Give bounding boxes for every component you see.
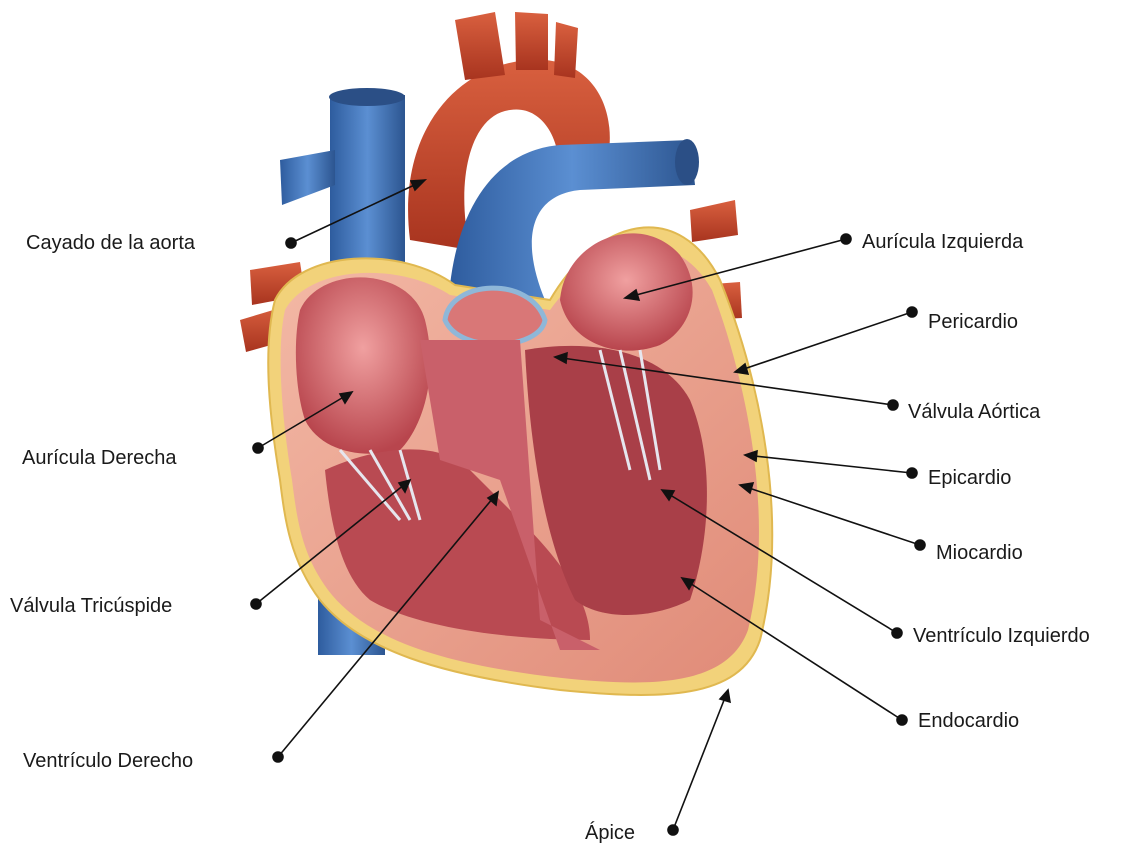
label-ventriculo-derecho: Ventrículo Derecho <box>23 751 193 771</box>
label-miocardio: Miocardio <box>936 543 1023 563</box>
label-ventriculo-izquierdo: Ventrículo Izquierdo <box>913 626 1090 646</box>
label-valvula-tricuspide: Válvula Tricúspide <box>10 596 172 616</box>
right-atrium <box>296 277 430 453</box>
label-auricula-derecha: Aurícula Derecha <box>22 448 177 468</box>
aortic-valve-region <box>445 288 545 344</box>
label-cayado-de-la-aorta: Cayado de la aorta <box>26 233 195 253</box>
left-atrium <box>560 233 693 350</box>
label-apice: Ápice <box>585 823 635 843</box>
label-endocardio: Endocardio <box>918 711 1019 731</box>
label-epicardio: Epicardio <box>928 468 1011 488</box>
label-auricula-izquierda: Aurícula Izquierda <box>862 232 1023 252</box>
label-pericardio: Pericardio <box>928 312 1018 332</box>
superior-vena-cava <box>280 88 405 270</box>
label-valvula-aortica: Válvula Aórtica <box>908 402 1040 422</box>
